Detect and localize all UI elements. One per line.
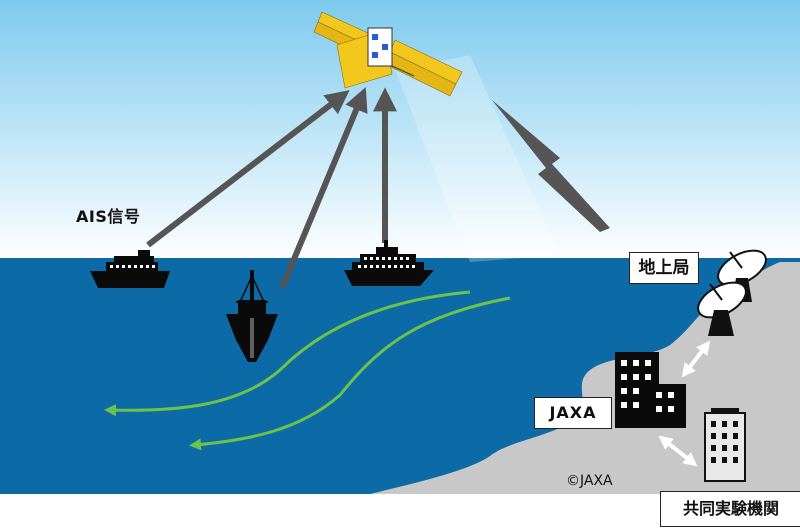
ais-signal-label: AIS信号	[76, 207, 141, 226]
link-arrow-ground-to-jaxa	[681, 340, 711, 378]
copyright-text: ©JAXA	[566, 473, 613, 489]
ocean-current-1	[104, 290, 471, 417]
building-icon	[615, 352, 686, 428]
jaxa-label: JAXA	[534, 397, 612, 429]
link-arrow-jaxa-to-partner	[658, 435, 698, 467]
ship-icon	[226, 270, 278, 362]
ground-station-label: 地上局	[629, 252, 699, 284]
ais-arrow-fishing-boat	[279, 87, 368, 290]
downlink-lightning-icon	[492, 100, 610, 232]
radio-beam	[395, 55, 560, 262]
ais-arrow-left-ship	[146, 90, 350, 248]
ocean-current-2	[189, 296, 511, 451]
ship-icon	[344, 240, 434, 286]
satellite-icon	[313, 11, 463, 97]
building-icon	[704, 408, 746, 482]
partner-institution-label: 共同実験機関	[660, 491, 800, 527]
ship-icon	[90, 250, 170, 288]
antenna-dish-icon	[697, 281, 747, 336]
